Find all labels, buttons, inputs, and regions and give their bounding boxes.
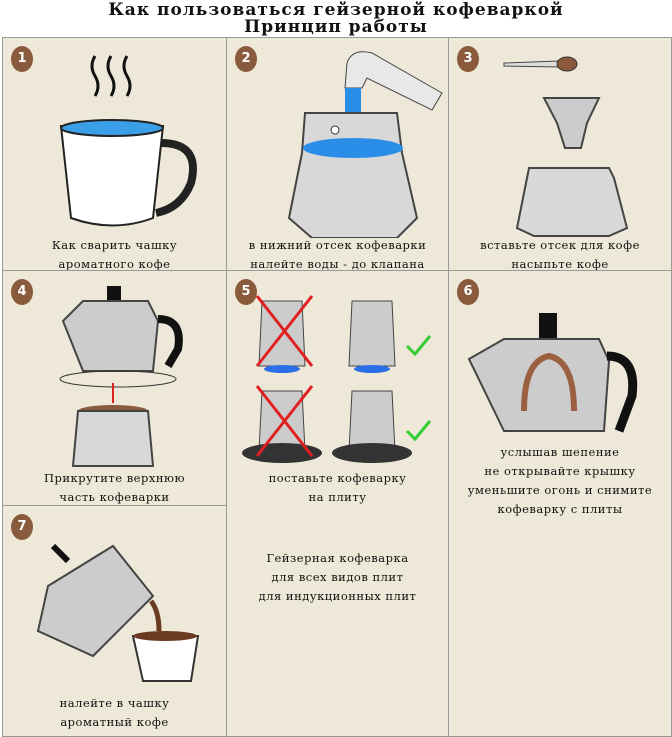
step-2-panel: 2 в нижний отсек кофеварки налейте воды -…: [226, 37, 449, 271]
funnel-spoon-icon: [503, 56, 629, 237]
note-line: Гейзерная кофеварка: [266, 551, 409, 565]
caption-line: поставьте кофеварку: [268, 471, 407, 485]
caption-line: услышав шепение: [500, 445, 620, 459]
caption-line: не открывайте крышку: [484, 464, 636, 478]
caption-line: в нижний отсек кофеварки: [248, 238, 427, 252]
caption-line: ароматный кофе: [60, 715, 169, 729]
faucet-pot-icon: [287, 51, 443, 238]
caption-line: вставьте отсек для кофе: [480, 238, 640, 252]
step-number-badge: 6: [457, 279, 479, 305]
caption-line: ароматного кофе: [58, 257, 171, 271]
pour-coffee-icon: [36, 543, 200, 682]
stove-placement-icon: [242, 295, 432, 463]
step-number-badge: 7: [11, 514, 33, 540]
remove-from-stove-icon: [467, 313, 638, 433]
step-7-panel: 7 налейте в чашку ароматный кофе: [2, 505, 227, 737]
note-line: для индукционных плит: [258, 589, 417, 603]
caption-line: Прикрутите верхнюю: [43, 471, 186, 485]
title-line-2: Принцип работы: [244, 17, 428, 37]
step-1-panel: 1 Как сварить чашку ароматного кофе: [2, 37, 227, 271]
screw-top-icon: [59, 286, 183, 467]
step-number-badge: 3: [457, 46, 479, 72]
step-4-panel: 4 Прикрутите верхнюю часть кофеварки: [2, 270, 227, 506]
caption-line: часть кофеварки: [59, 490, 170, 504]
caption-line: насыпьте кофе: [511, 257, 609, 271]
caption-line: кофеварку с плиты: [497, 502, 623, 516]
step-3-panel: 3 вставьте отсек для кофе насыпьте кофе: [448, 37, 672, 271]
caption-line: уменьшите огонь и снимите: [467, 483, 653, 497]
step-number-badge: 2: [235, 46, 257, 72]
step-5-panel: 5 поставьте кофеварку на плиту Гейзерная …: [226, 270, 449, 737]
note-line: для всех видов плит: [271, 570, 404, 584]
title-line-1: Как пользоваться гейзерной кофеваркой: [108, 0, 564, 20]
step-6-panel: 6 услышав шепение не открывайте крышку уме…: [448, 270, 672, 737]
caption-line: налейте воды - до клапана: [250, 257, 425, 271]
step-number-badge: 4: [11, 279, 33, 305]
step-number-badge: 5: [235, 279, 257, 305]
checkmark-icon: [405, 335, 432, 442]
cup-icon: [59, 55, 197, 227]
caption-line: на плиту: [308, 490, 367, 504]
step-number-badge: 1: [11, 46, 33, 72]
caption-line: Как сварить чашку: [51, 238, 178, 252]
cross-icon: [255, 295, 314, 457]
caption-line: налейте в чашку: [59, 696, 170, 710]
